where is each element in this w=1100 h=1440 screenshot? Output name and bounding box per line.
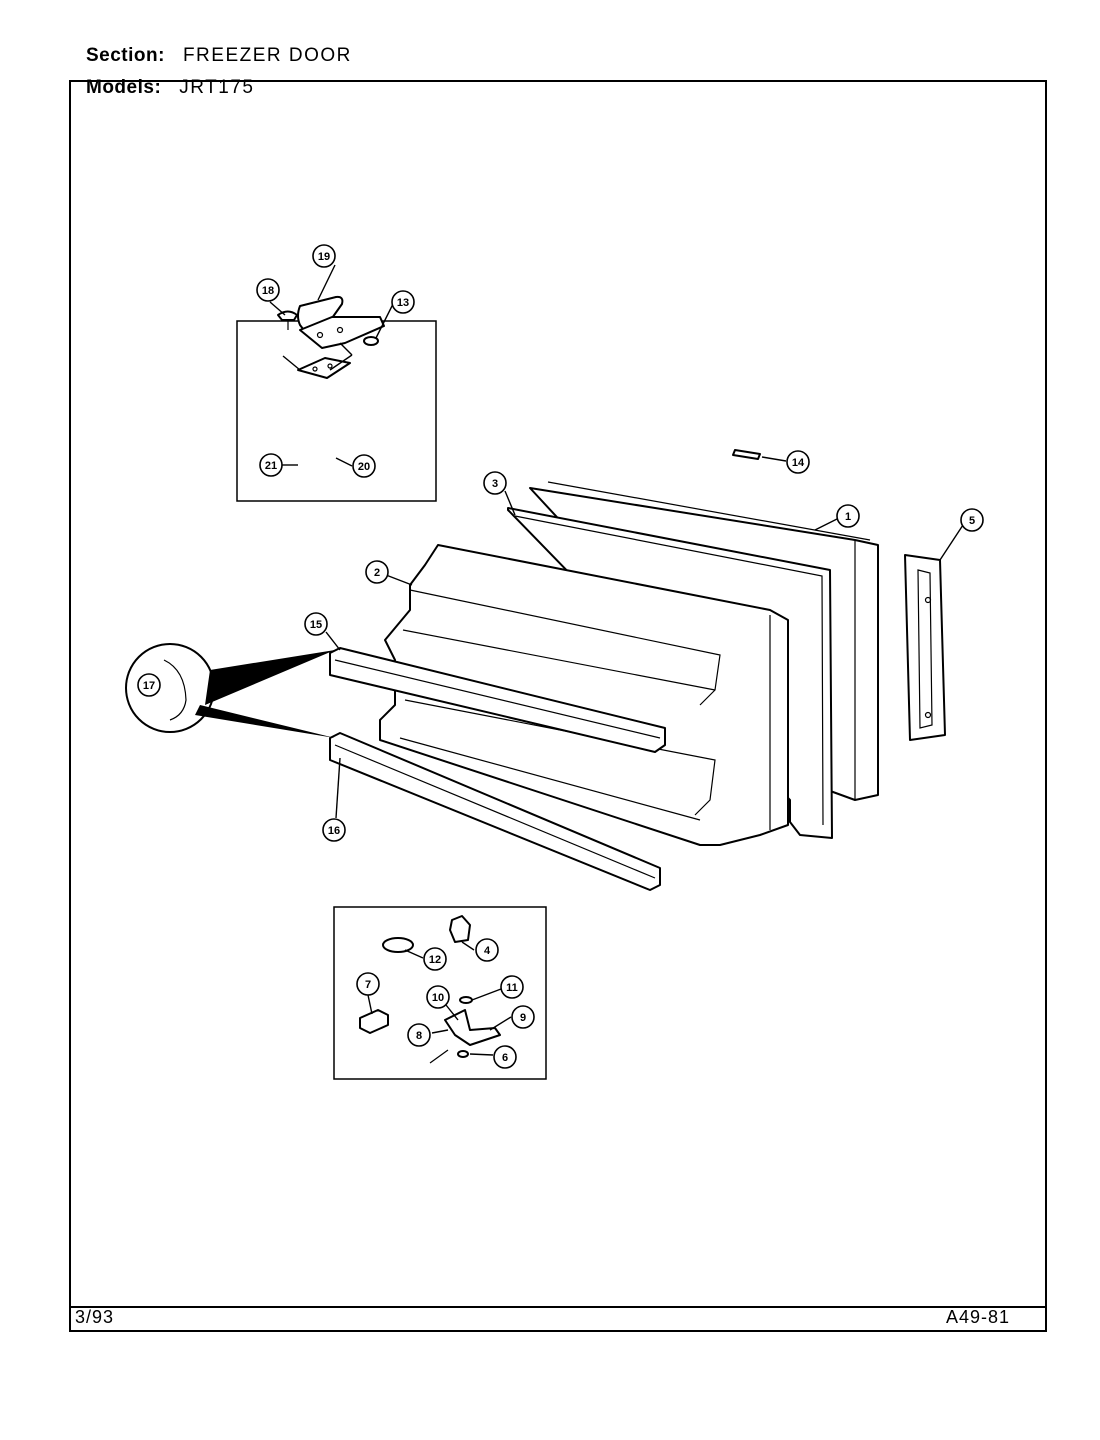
callout-17: 17 bbox=[137, 673, 161, 697]
svg-text:17: 17 bbox=[143, 680, 155, 692]
section-value: FREEZER DOOR bbox=[182, 45, 352, 66]
upper-door-rail bbox=[329, 647, 666, 753]
callout-1: 1 bbox=[836, 504, 860, 528]
callout-11: 11 bbox=[500, 975, 524, 999]
svg-text:6: 6 bbox=[502, 1052, 508, 1064]
svg-text:11: 11 bbox=[506, 982, 518, 994]
hinge-shim-part bbox=[297, 357, 351, 379]
section-label: Section: bbox=[86, 45, 165, 66]
door-panel-top-edge bbox=[547, 481, 871, 541]
svg-text:3: 3 bbox=[492, 478, 498, 490]
svg-text:19: 19 bbox=[318, 251, 330, 263]
bushing-part bbox=[449, 915, 471, 943]
svg-text:14: 14 bbox=[792, 457, 805, 469]
callout-3: 3 bbox=[483, 471, 507, 495]
handle-screw-hole bbox=[924, 711, 932, 719]
callout-9: 9 bbox=[511, 1005, 535, 1029]
hinge-hole bbox=[316, 331, 324, 339]
bottom-screw-shaft bbox=[429, 1049, 449, 1064]
leader-20 bbox=[335, 457, 353, 467]
hinge-screw-part bbox=[277, 310, 298, 321]
callout-6: 6 bbox=[493, 1045, 517, 1069]
svg-text:15: 15 bbox=[310, 619, 322, 631]
callout-7: 7 bbox=[356, 972, 380, 996]
callout-10: 10 bbox=[426, 985, 450, 1009]
models-header: Models: JRT175 bbox=[86, 77, 254, 99]
rail-detail-clip bbox=[163, 659, 187, 721]
svg-text:10: 10 bbox=[432, 992, 444, 1004]
callout-21: 21 bbox=[259, 453, 283, 477]
diagram-code: A49-81 bbox=[946, 1307, 1011, 1327]
svg-text:7: 7 bbox=[365, 979, 371, 991]
upper-rail-lip bbox=[334, 659, 661, 739]
callout-19: 19 bbox=[312, 244, 336, 268]
svg-text:4: 4 bbox=[484, 945, 491, 957]
hinge-washer-part bbox=[363, 336, 379, 346]
diagram-frame bbox=[69, 80, 1047, 1332]
handle-screw-hole bbox=[924, 596, 932, 604]
section-header: Section: FREEZER DOOR bbox=[86, 45, 352, 67]
liner-upper-shelf bbox=[409, 589, 721, 706]
shim-hole bbox=[327, 363, 333, 369]
liner-shelf-front bbox=[402, 629, 716, 691]
bottom-hinge-inset-box bbox=[333, 906, 547, 1080]
bottom-hinge-screw bbox=[457, 1050, 469, 1058]
svg-text:12: 12 bbox=[429, 954, 441, 966]
callout-18: 18 bbox=[256, 278, 280, 302]
models-value: JRT175 bbox=[179, 77, 255, 98]
models-label: Models: bbox=[86, 77, 162, 98]
door-handle bbox=[904, 554, 946, 741]
callout-14: 14 bbox=[786, 450, 810, 474]
shim-hole bbox=[312, 366, 318, 372]
callout-4: 4 bbox=[475, 938, 499, 962]
svg-text:13: 13 bbox=[397, 297, 409, 309]
hinge-hole bbox=[336, 326, 344, 334]
bottom-bracket-part bbox=[359, 1009, 389, 1034]
gasket-inner-edge bbox=[514, 515, 824, 826]
footer-divider bbox=[69, 1306, 1047, 1308]
liner-lower-edge bbox=[399, 737, 701, 821]
svg-text:21: 21 bbox=[265, 460, 277, 472]
svg-text:9: 9 bbox=[520, 1012, 526, 1024]
svg-text:5: 5 bbox=[969, 515, 975, 527]
magnifier-pointer bbox=[195, 650, 335, 738]
callout-20: 20 bbox=[352, 454, 376, 478]
callout-16: 16 bbox=[322, 818, 346, 842]
svg-text:1: 1 bbox=[845, 511, 851, 523]
revision-date: 3/93 bbox=[75, 1307, 115, 1327]
door-pin-part bbox=[732, 449, 761, 460]
callout-8: 8 bbox=[407, 1023, 431, 1047]
door-handle-grip bbox=[917, 569, 933, 729]
lower-rail-lip bbox=[334, 744, 656, 879]
bottom-hinge-part bbox=[444, 1009, 501, 1046]
svg-text:8: 8 bbox=[416, 1030, 422, 1042]
svg-text:2: 2 bbox=[374, 567, 380, 579]
callout-2: 2 bbox=[365, 560, 389, 584]
upper-hinge-part bbox=[299, 316, 385, 349]
callout-5: 5 bbox=[960, 508, 984, 532]
door-liner bbox=[379, 544, 789, 846]
svg-text:20: 20 bbox=[358, 461, 370, 473]
svg-text:16: 16 bbox=[328, 825, 340, 837]
bottom-hinge-washer bbox=[459, 996, 473, 1004]
svg-text:18: 18 bbox=[262, 285, 274, 297]
callout-15: 15 bbox=[304, 612, 328, 636]
callout-12: 12 bbox=[423, 947, 447, 971]
leader-lines bbox=[269, 264, 964, 1056]
hinge-cap-part bbox=[382, 937, 414, 953]
callout-13: 13 bbox=[391, 290, 415, 314]
